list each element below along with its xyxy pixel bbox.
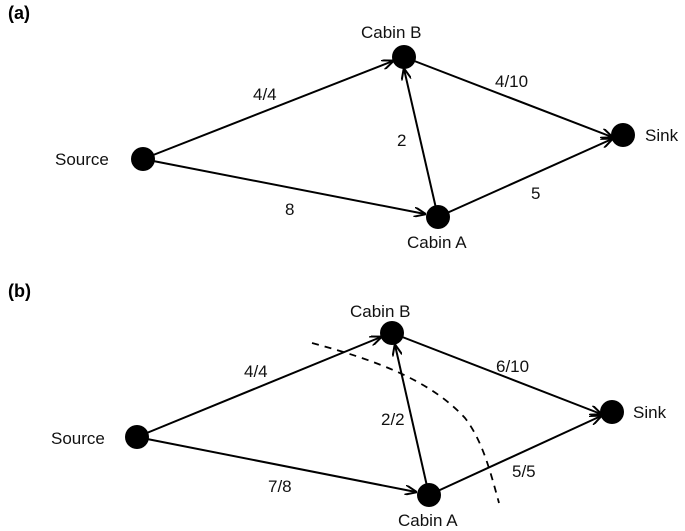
label-sink-b: Sink [633, 403, 667, 422]
panel-b: (b) Source Cabin B Cabin A Sink 4/4 6/10… [8, 281, 667, 530]
label-cabin-a-b: Cabin A [398, 511, 458, 530]
panel-b-label: (b) [8, 281, 31, 301]
edge-cabin-a-to-sink-b [428, 416, 601, 496]
node-sink-b [600, 400, 624, 424]
capacity-source-to-cabin-b-a: 4/4 [253, 85, 277, 104]
label-source-b: Source [51, 429, 105, 448]
panel-a-label: (a) [8, 3, 30, 23]
capacity-source-to-cabin-a-b: 7/8 [268, 477, 292, 496]
label-cabin-a-a: Cabin A [407, 233, 467, 252]
capacity-cabin-a-to-cabin-b-b: 2/2 [381, 410, 405, 429]
capacity-source-to-cabin-b-b: 4/4 [244, 362, 268, 381]
edge-cabin-a-to-cabin-b-a [404, 69, 439, 218]
node-cabin-a-b [417, 483, 441, 507]
node-source-a [131, 147, 155, 171]
edge-cabin-b-to-sink-a [403, 56, 612, 137]
capacity-cabin-b-to-sink-a: 4/10 [495, 72, 528, 91]
node-sink-a [611, 123, 635, 147]
capacity-source-to-cabin-a-a: 8 [285, 200, 294, 219]
edge-source-to-cabin-b-b [136, 337, 381, 438]
label-source-a: Source [55, 150, 109, 169]
node-source-b [125, 425, 149, 449]
edge-cabin-b-to-sink-b [391, 332, 601, 414]
label-cabin-b-a: Cabin B [361, 23, 421, 42]
label-cabin-b-b: Cabin B [350, 302, 410, 321]
panel-a: (a) Source Cabin B Cabin A Sink 4/4 4/10… [8, 3, 679, 252]
capacity-cabin-a-to-sink-b: 5/5 [512, 462, 536, 481]
edge-source-to-cabin-a-b [136, 436, 416, 492]
capacity-cabin-a-to-cabin-b-a: 2 [397, 131, 406, 150]
capacity-cabin-a-to-sink-a: 5 [531, 184, 540, 203]
edge-cabin-a-to-cabin-b-b [395, 345, 430, 496]
edge-cabin-a-to-sink-a [437, 139, 612, 218]
edge-source-to-cabin-b-a [142, 61, 393, 160]
node-cabin-a-a [426, 205, 450, 229]
node-cabin-b-a [392, 45, 416, 69]
node-cabin-b-b [380, 321, 404, 345]
capacity-cabin-b-to-sink-b: 6/10 [496, 357, 529, 376]
edge-source-to-cabin-a-a [142, 158, 425, 214]
cut-line [311, 342, 500, 504]
label-sink-a: Sink [645, 126, 679, 145]
